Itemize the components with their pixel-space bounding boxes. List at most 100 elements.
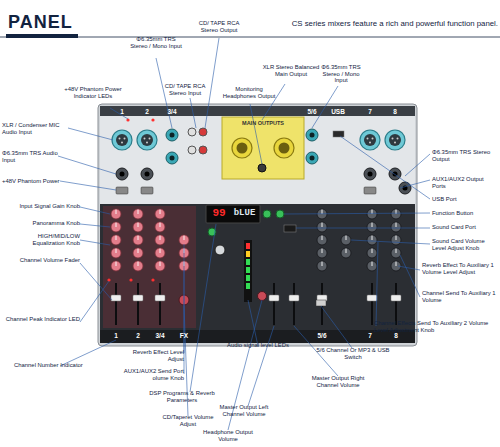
headphone-jack: [258, 164, 266, 172]
trs-jack: [166, 152, 178, 164]
channel-number: 5/6: [302, 108, 322, 115]
channel-number: 3/4: [162, 108, 182, 115]
subtitle: CS series mixers feature a rich and powe…: [236, 20, 498, 29]
callout-label: CD/ TAPE RCA Stereo Output: [196, 20, 242, 33]
master-fader: [269, 283, 279, 325]
rca-jack: [199, 146, 207, 154]
callout-label: Master Output Right Channel Volume: [304, 375, 372, 388]
top-strip: [100, 106, 415, 116]
channel-number: 7: [360, 332, 380, 339]
callout-label: Panoramma Knob: [18, 220, 80, 227]
callout-label: CD/ TAPE RCA Stereo Input: [163, 83, 207, 96]
knob: [111, 222, 121, 232]
knob: [111, 261, 121, 271]
fader: [133, 283, 143, 325]
headphone-knob: [258, 292, 267, 301]
main-xlr: [274, 138, 294, 158]
peak-led: [129, 278, 132, 281]
callout-label: Channel Effects Send To Auxiliary 2 Volu…: [374, 320, 498, 333]
knob: [367, 209, 377, 219]
callout-label: Audio signal level LEDs: [226, 342, 290, 349]
trs-jack: [306, 152, 318, 164]
callout-label: Function Button: [432, 210, 498, 217]
knob: [391, 209, 401, 219]
level-led: [246, 283, 250, 289]
trs-jack: [116, 168, 128, 180]
main-xlr: [232, 138, 252, 158]
trs-jack: [141, 168, 153, 180]
channel-panel: [103, 206, 196, 328]
master-fader: [289, 283, 299, 325]
dsp-display: [206, 205, 260, 223]
trs-jack: [166, 129, 178, 141]
peak-led: [151, 278, 154, 281]
knob: [133, 222, 143, 232]
callout-label: Channel Send To Auxiliary 1 Volume: [422, 290, 498, 303]
knob: [367, 235, 377, 245]
level-led: [246, 259, 250, 265]
channel-number-strip: [100, 330, 415, 343]
callout-label: Φ6.35mm TRS Stereo Output: [432, 149, 498, 162]
knob: [111, 235, 121, 245]
channel-number: 2: [137, 108, 157, 115]
switch: [316, 300, 326, 306]
knob: [367, 261, 377, 271]
channel-number: 7: [360, 108, 380, 115]
top-panel: [100, 106, 415, 204]
knob: [155, 248, 165, 258]
phantom-led: [151, 118, 154, 121]
callout-label: DSP Programs & Reverb Parameters: [146, 390, 218, 403]
callout-label: XLR Stereo Balanced Main Output: [258, 64, 324, 77]
channel-number: 2: [128, 332, 148, 339]
callout-label: CD/Taperet Volume Adjust: [158, 414, 218, 427]
xlr-jack: [360, 130, 380, 150]
level-led: [246, 275, 250, 281]
header-bar: [6, 34, 78, 38]
channel-number: 5/6: [312, 332, 332, 339]
rca-jack: [199, 128, 207, 136]
channel-number: 1: [106, 332, 126, 339]
callout-label: Headphone Output Volume: [194, 429, 262, 442]
xlr-jack: [385, 130, 405, 150]
knob: [155, 209, 165, 219]
fader: [367, 283, 377, 325]
knob: [341, 248, 351, 258]
leader-lines: [58, 38, 430, 430]
function-button: [263, 210, 271, 218]
callout-label: Sound Card Port: [432, 224, 498, 231]
callout-label: Input Signal Gain Knob: [18, 203, 80, 210]
callout-label: Φ6.35mm TRS Stereo / Mono Input: [316, 64, 366, 84]
level-led: [246, 251, 250, 257]
function-button: [276, 210, 284, 218]
knob: [341, 235, 351, 245]
channel-number: 1: [112, 108, 132, 115]
knob: [133, 235, 143, 245]
knob: [391, 222, 401, 232]
channel-number: 3/4: [150, 332, 170, 339]
callout-label: Monitoring Headphones Output: [220, 86, 278, 99]
callout-label: HIGH/MID/LOW Equalization Knob: [6, 233, 80, 246]
knob: [317, 261, 327, 271]
callout-label: +48V Phantom Power: [2, 178, 60, 185]
fader: [317, 283, 327, 325]
knob: [179, 235, 189, 245]
main-output-area: [222, 117, 304, 179]
trs-jack: [306, 129, 318, 141]
phantom-switch: [364, 187, 376, 194]
callout-label: 5/6 Channel Or MP3 & USB Switch: [314, 347, 392, 360]
callout-label: Channel Volume Fader: [6, 257, 80, 264]
level-meter: [244, 240, 252, 302]
callout-label: Channel Number Indicator: [14, 362, 110, 369]
level-led: [246, 267, 250, 273]
callout-label: XLR / Condenser MIC Audio Input: [2, 122, 68, 135]
rca-jack: [188, 146, 196, 154]
knob: [111, 209, 121, 219]
callout-label: AUX1/AUX2 Output Ports: [432, 176, 498, 189]
channel-number: FX: [174, 332, 194, 339]
callout-label: Sound Card Volume Level Adjust Knob: [432, 238, 498, 251]
usb-port: [333, 131, 344, 137]
rca-jack: [188, 128, 196, 136]
dsp-knob: [215, 245, 225, 255]
panel-label: MAIN OUTPUTS: [222, 120, 304, 126]
trs-jack: [389, 168, 401, 180]
